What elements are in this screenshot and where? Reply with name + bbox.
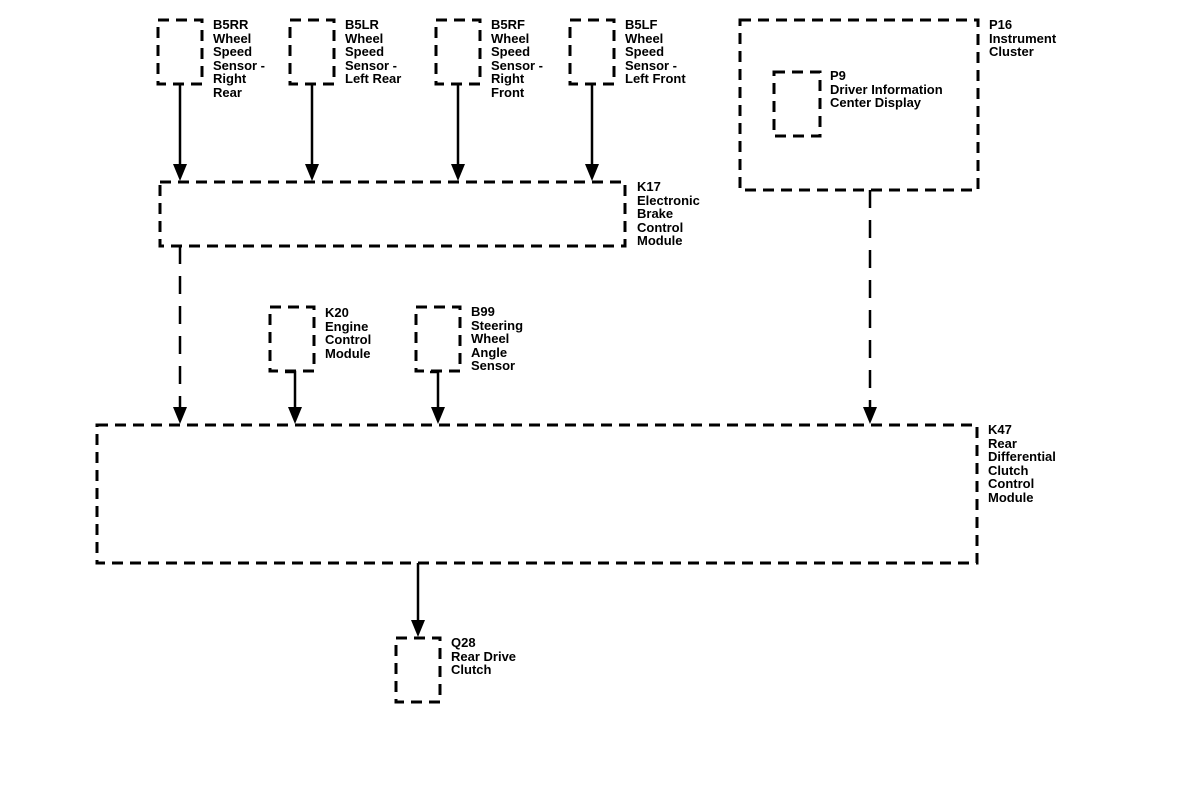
k20-label: K20 Engine Control Module [325, 306, 371, 360]
q28-label: Q28 Rear Drive Clutch [451, 636, 516, 677]
k47-line-5: Module [988, 489, 1034, 505]
b5rr-id: B5RR [213, 17, 249, 32]
b5lf-to-k17-arrow [585, 164, 599, 181]
k20-line-3: Module [325, 345, 371, 361]
b5lr-line-4: Left Rear [345, 71, 402, 86]
b5rr-line-1: Wheel [213, 30, 252, 46]
k20-line-1: Engine [325, 318, 369, 334]
b5rf-box [434, 18, 482, 86]
k47-id: K47 [988, 422, 1012, 437]
b5rr-line-4: Right [213, 71, 247, 86]
b5rf-line-2: Speed [491, 44, 531, 59]
b5lf-box [568, 18, 616, 86]
b5rr-line-5: Rear [213, 84, 242, 100]
k47-line-1: Rear [988, 435, 1017, 451]
b5rf-id: B5RF [491, 17, 525, 32]
b5rf-line-3: Sensor - [491, 57, 544, 73]
k17-line-1: Electronic [637, 192, 700, 208]
b5rf-line-5: Front [491, 84, 525, 100]
k20-box [268, 305, 316, 373]
q28-line-1: Rear Drive [451, 648, 517, 664]
k20-line-2: Control [325, 332, 372, 347]
b5rf-to-k17-arrow [451, 164, 465, 181]
b99-to-k47-line [430, 370, 440, 408]
p9-box [772, 70, 822, 138]
k20-id: K20 [325, 305, 349, 320]
b5lf-line-4: Left Front [625, 71, 686, 86]
b99-to-k47-arrow [431, 407, 445, 424]
k17-id: K17 [637, 179, 661, 194]
b5rr-line-2: Speed [213, 44, 253, 59]
b5lf-line-1: Wheel [625, 30, 664, 46]
b99-id: B99 [471, 304, 495, 319]
k47-line-4: Control [988, 476, 1035, 491]
p16-id: P16 [989, 17, 1013, 32]
k17-line-2: Brake [637, 206, 674, 221]
b99-box [414, 305, 462, 373]
b5lr-line-3: Sensor - [345, 57, 398, 73]
b5rr-box [156, 18, 204, 86]
p16-label: P16 Instrument Cluster [989, 18, 1056, 59]
k47-label: K47 Rear Differential Clutch Control Mod… [988, 423, 1056, 504]
b99-line-2: Wheel [471, 331, 510, 346]
b5rf-line-1: Wheel [491, 30, 530, 46]
b5rf-line-4: Right [491, 71, 525, 86]
p16-to-k47-arrow [863, 407, 877, 424]
k17-box [158, 180, 627, 248]
p9-label: P9 Driver Information Center Display [830, 69, 943, 110]
k17-line-4: Module [637, 233, 683, 248]
q28-id: Q28 [451, 635, 476, 650]
k47-to-q28-arrow [411, 620, 425, 637]
p16-box [738, 18, 980, 192]
b5rr-label: B5RR Wheel Speed Sensor - Right Rear [213, 18, 265, 99]
b5lf-line-2: Speed [625, 44, 665, 59]
p9-line-2: Center Display [830, 95, 922, 110]
k47-line-2: Differential [988, 449, 1056, 464]
q28-box [394, 636, 442, 704]
k17-label: K17 Electronic Brake Control Module [637, 180, 700, 248]
b5lf-line-3: Sensor - [625, 57, 678, 73]
k47-box [95, 423, 979, 565]
k17-to-k47-arrow [173, 407, 187, 424]
b5lr-line-1: Wheel [345, 30, 384, 46]
b99-line-1: Steering [471, 317, 524, 333]
k17-line-3: Control [637, 219, 684, 235]
k20-to-k47-line [285, 370, 297, 408]
b99-label: B99 Steering Wheel Angle Sensor [471, 305, 523, 373]
k47-line-3: Clutch [988, 462, 1029, 478]
b5lr-box [288, 18, 336, 86]
p9-line-1: Driver Information [830, 81, 943, 97]
b99-line-4: Sensor [471, 358, 516, 373]
q28-line-2: Clutch [451, 662, 492, 677]
k20-to-k47-arrow [288, 407, 302, 424]
b5lr-to-k17-arrow [305, 164, 319, 181]
b5lr-id: B5LR [345, 17, 379, 32]
p9-id: P9 [830, 68, 846, 83]
p16-line-2: Cluster [989, 44, 1034, 59]
b5rr-to-k17-arrow [173, 164, 187, 181]
b5lr-label: B5LR Wheel Speed Sensor - Left Rear [345, 18, 401, 86]
b99-line-3: Angle [471, 344, 508, 360]
b5lr-line-2: Speed [345, 44, 385, 59]
b5rr-line-3: Sensor - [213, 57, 266, 73]
b5lf-id: B5LF [625, 17, 658, 32]
b5rf-label: B5RF Wheel Speed Sensor - Right Front [491, 18, 543, 99]
b5lf-label: B5LF Wheel Speed Sensor - Left Front [625, 18, 686, 86]
p16-line-1: Instrument [989, 30, 1057, 46]
